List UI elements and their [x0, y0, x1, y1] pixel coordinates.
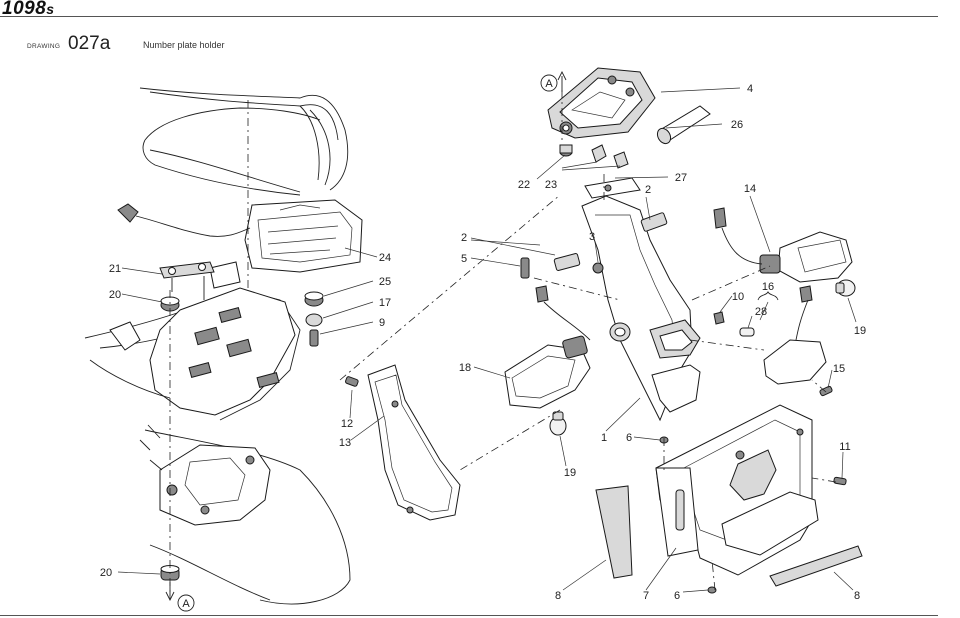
nut-22	[559, 144, 573, 157]
callout-10: 10	[732, 291, 744, 303]
callout-6-top: 6	[626, 432, 632, 444]
callout-6-bottom: 6	[674, 590, 680, 602]
plate-holder-7	[655, 404, 819, 576]
callout-16: 16	[762, 281, 774, 293]
callout-12: 12	[341, 418, 353, 430]
model-suffix: s	[46, 1, 55, 17]
main-support-1	[581, 195, 701, 422]
ref-circle-a-bottom	[177, 594, 195, 612]
assembly-lines	[169, 90, 837, 600]
clips-23	[591, 144, 629, 169]
callout-15: 15	[833, 363, 845, 375]
callout-24: 24	[379, 252, 391, 264]
callout-19-left: 19	[564, 467, 576, 479]
bulb-19-left	[549, 411, 567, 436]
callout-20-bottom: 20	[100, 567, 112, 579]
callout-27: 27	[675, 172, 687, 184]
callout-14: 14	[744, 183, 756, 195]
rear-subframe	[84, 261, 301, 421]
callout-19-right: 19	[854, 325, 866, 337]
leader-lines	[117, 87, 857, 593]
callout-4: 4	[747, 83, 753, 95]
callout-9: 9	[379, 317, 385, 329]
wiring-connector	[117, 203, 251, 237]
callout-13: 13	[339, 437, 351, 449]
clip-10	[713, 311, 725, 325]
callout-26: 26	[731, 119, 743, 131]
screw-5	[520, 257, 530, 279]
callout-21: 21	[109, 263, 121, 275]
bolt-2-left	[553, 253, 581, 271]
bolt-2-top	[640, 212, 668, 232]
callout-18: 18	[459, 362, 471, 374]
mudguard	[139, 424, 351, 605]
ref-circle-a-top	[540, 74, 558, 92]
indicator-14	[713, 207, 853, 283]
callout-23: 23	[545, 179, 557, 191]
nut-3	[592, 262, 604, 274]
screw-12	[345, 376, 359, 387]
callout-8-right: 8	[854, 590, 860, 602]
bulb-19-right	[835, 279, 856, 297]
screw-15	[819, 385, 833, 397]
drawing-label: DRAWING	[27, 43, 61, 50]
screw-9	[309, 329, 319, 347]
callout-8-left: 8	[555, 590, 561, 602]
callout-20-top: 20	[109, 289, 121, 301]
tail-light	[244, 199, 363, 273]
callout-a-bottom: A	[182, 598, 190, 610]
drawing-title: Number plate holder	[143, 40, 225, 50]
arrow-to-a-bottom	[165, 582, 175, 602]
bush-17	[305, 313, 323, 327]
reflector-8-left	[595, 485, 633, 579]
header-divider	[0, 16, 938, 17]
screw-11	[833, 476, 847, 486]
brace-16	[757, 290, 779, 301]
grommet-25	[304, 291, 324, 307]
arrow-to-a-top	[557, 70, 567, 92]
indicator-16	[763, 285, 827, 385]
model-name: 1098	[2, 0, 47, 19]
drawing-number: 027a	[68, 33, 111, 54]
callout-2-left: 2	[461, 232, 467, 244]
callout-11: 11	[839, 441, 850, 453]
callout-5: 5	[461, 253, 467, 265]
callout-25: 25	[379, 276, 391, 288]
indicator-18	[504, 285, 591, 409]
bracket-21	[159, 261, 215, 300]
callout-17: 17	[379, 297, 391, 309]
plate-27	[584, 177, 641, 199]
callout-28: 28	[755, 306, 767, 318]
footer-divider	[0, 615, 938, 616]
spacer-26	[656, 105, 711, 145]
callout-1: 1	[601, 432, 607, 444]
bulb-28	[739, 327, 755, 337]
lower-bracket-13	[367, 364, 461, 521]
bracket-4	[547, 67, 656, 139]
callout-22: 22	[518, 179, 530, 191]
callout-a-top: A	[545, 78, 553, 90]
callout-7: 7	[643, 590, 649, 602]
reflector-8-right	[769, 545, 863, 587]
callout-3: 3	[589, 231, 595, 243]
callout-2-top: 2	[645, 184, 651, 196]
model-logo: 1098s	[2, 0, 55, 20]
grommet-20-top	[160, 296, 180, 312]
tail-fairing-outline	[139, 87, 349, 196]
